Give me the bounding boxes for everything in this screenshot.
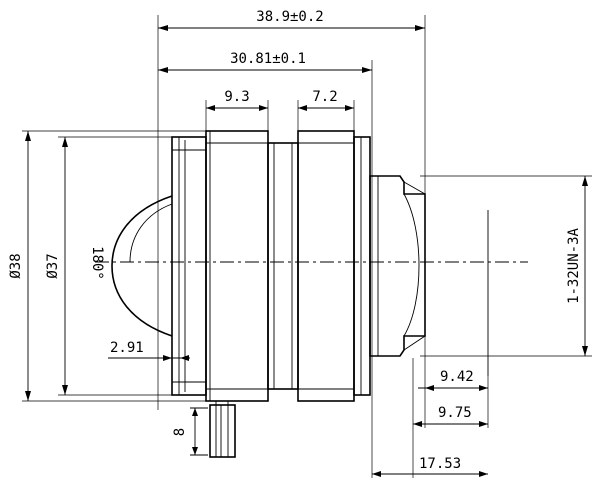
- front-offset-label: 2.91: [110, 340, 144, 356]
- inner-diameter-label: Ø37: [45, 253, 61, 278]
- body-length-label: 30.81±0.1: [230, 51, 306, 67]
- overall-length-label: 38.9±0.2: [256, 9, 323, 25]
- mount-thread-label: 1-32UN-3A: [566, 228, 582, 304]
- flange-back-2-label: 9.75: [438, 405, 472, 421]
- rear-ring-width-label: 7.2: [312, 89, 337, 105]
- mount-length-label: 17.53: [419, 456, 461, 472]
- dimension-lines: [25, 25, 588, 477]
- extension-lines: [22, 15, 592, 478]
- flange-back-1-label: 9.42: [440, 369, 474, 385]
- lens-body: [111, 130, 426, 458]
- front-ring-width-label: 9.3: [224, 89, 249, 105]
- dimension-labels: 38.9±0.2 30.81±0.1 9.3 7.2 Ø38 Ø37 180° …: [8, 9, 582, 472]
- screw-width-label: 8: [172, 428, 188, 436]
- outer-diameter-label: Ø38: [8, 253, 24, 278]
- field-angle-label: 180°: [89, 246, 105, 280]
